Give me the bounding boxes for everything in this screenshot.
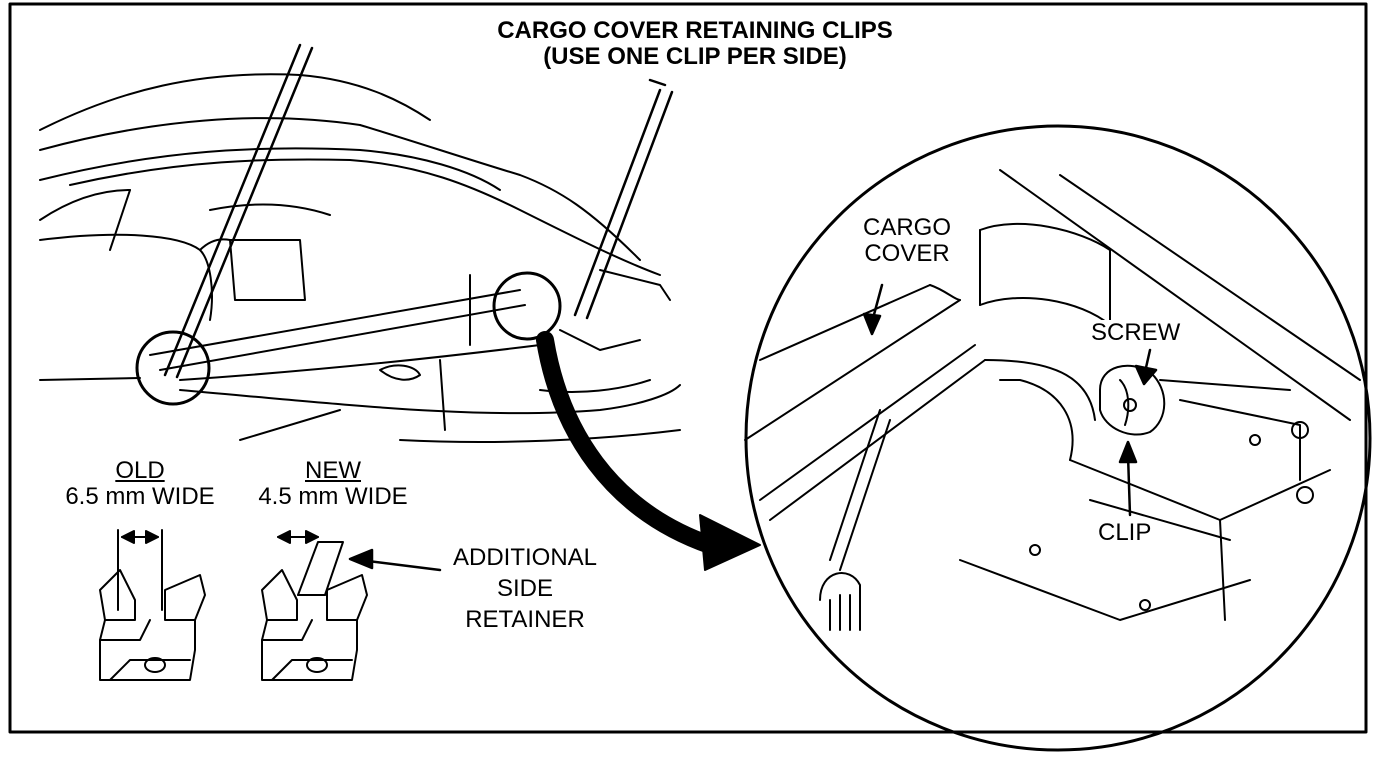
support-struts: [163, 43, 674, 379]
cargo-cover-callout-line2: COVER: [864, 240, 950, 268]
title-line-2: (USE ONE CLIP PER SIDE): [543, 43, 847, 71]
cargo-cover-callout: CARGO COVER: [860, 214, 955, 268]
screw-callout: SCREW: [1088, 319, 1184, 347]
diagram-border: [8, 2, 1368, 734]
side-retainer-label: ADDITIONAL SIDE RETAINER: [430, 542, 620, 636]
title-line-1: CARGO COVER RETAINING CLIPS: [497, 17, 893, 44]
clip-icon: [1099, 364, 1166, 436]
callout-arrows: [348, 283, 1158, 572]
new-clip-width: 4.5 mm WIDE: [258, 483, 408, 511]
new-clip-label: NEW: [305, 457, 361, 484]
diagram-title: CARGO COVER RETAINING CLIPS (USE ONE CLI…: [440, 17, 950, 71]
clip-callout: CLIP: [1095, 519, 1155, 547]
new-clip-drawing: [261, 530, 368, 681]
magnify-circle-icon: [492, 271, 562, 341]
side-retainer-line2: SIDE: [496, 575, 553, 603]
old-clip-label-group: OLD 6.5 mm WIDE: [45, 457, 235, 511]
vehicle-cargo-area-drawing: [39, 73, 681, 443]
side-retainer-line3: RETAINER: [465, 606, 585, 634]
magnify-circle-icon: [135, 330, 211, 406]
cargo-cover-callout-line1: CARGO: [863, 214, 952, 241]
old-clip-width: 6.5 mm WIDE: [65, 483, 215, 511]
new-clip-label-group: NEW 4.5 mm WIDE: [238, 457, 428, 511]
detail-magnified-view: [744, 124, 1372, 752]
old-clip-drawing: [99, 529, 206, 681]
side-retainer-line1: ADDITIONAL: [452, 544, 598, 571]
old-clip-label: OLD: [115, 457, 165, 484]
arrow-icon: [536, 331, 761, 571]
